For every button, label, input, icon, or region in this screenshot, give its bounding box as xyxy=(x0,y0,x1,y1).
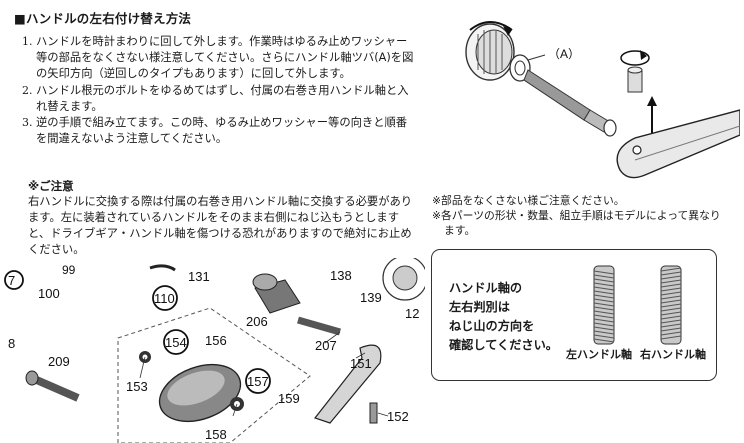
label-a: （A） xyxy=(548,47,580,61)
thread-ridge xyxy=(660,331,682,336)
part-number: 100 xyxy=(38,286,60,301)
step-item: 3. 逆の手順で組み立てます。この時、ゆるみ止めワッシャー等の向きと順番を間違え… xyxy=(22,115,414,147)
part-number: 207 xyxy=(315,338,337,353)
thread-ridge xyxy=(660,275,682,280)
thread-ridge xyxy=(593,318,615,323)
exploded-parts-diagram: 7 100 99 131 110 138 139 12 8 206 207 20… xyxy=(4,258,425,443)
right-shaft-label: 右ハンドル軸 xyxy=(640,348,706,361)
step-number: 3. xyxy=(22,116,33,130)
caution-body: 右ハンドルに交換する際は付属の右巻き用ハンドル軸に交換する必要があります。左に装… xyxy=(28,195,413,256)
thread-ridge xyxy=(660,319,682,324)
part-number: 206 xyxy=(246,314,268,329)
left-shaft-icon xyxy=(593,265,615,345)
thread-ridge xyxy=(593,274,615,279)
instruction-line: 左右判別は xyxy=(449,300,510,314)
part-number: 139 xyxy=(360,290,382,305)
thread-ridge xyxy=(593,326,615,331)
thread-ridge xyxy=(660,335,682,340)
thread-ridge xyxy=(593,294,615,299)
thread-ridge xyxy=(660,303,682,308)
thread-ridge xyxy=(660,287,682,292)
thread-ridge xyxy=(660,311,682,316)
thread-ridge xyxy=(660,279,682,284)
thread-ridge xyxy=(593,302,615,307)
thread-ridge xyxy=(660,267,682,272)
part-number: 158 xyxy=(205,427,227,442)
thread-ridge xyxy=(660,323,682,328)
step-item: 2. ハンドル根元のボルトをゆるめてはずし、付属の右巻き用ハンドル軸と入れ替えま… xyxy=(22,83,414,115)
thread-ridge xyxy=(593,314,615,319)
thread-ridge xyxy=(593,286,615,291)
part-number: 154 xyxy=(165,335,187,350)
thread-ridge xyxy=(593,282,615,287)
step-number: 2. xyxy=(22,83,33,97)
handle-shaft-instructions: ハンドル軸の 左右判別は ねじ山の方向を 確認してください。 xyxy=(449,279,558,355)
part-number: 110 xyxy=(154,291,175,306)
right-shaft-icon xyxy=(660,265,682,345)
part-number: 157 xyxy=(247,374,269,389)
part-number: 99 xyxy=(62,263,76,277)
caution-title: ※ご注意 xyxy=(28,179,74,193)
thread-ridge xyxy=(593,334,615,339)
thread-ridge xyxy=(593,290,615,295)
step-number: 1. xyxy=(22,35,33,48)
instruction-steps: 1. ハンドルを時計まわりに回して外します。作業時はゆるみ止めワッシャー等の部品… xyxy=(22,34,414,147)
step-item: 1. ハンドルを時計まわりに回して外します。作業時はゆるみ止めワッシャー等の部品… xyxy=(22,34,414,83)
part-number: 138 xyxy=(330,268,352,283)
thread-ridge xyxy=(593,330,615,335)
thread-ridge xyxy=(660,295,682,300)
thread-ridge xyxy=(660,299,682,304)
side-note: ※部品をなくさない様ご注意ください。 xyxy=(432,194,625,207)
step-text: ハンドル根元のボルトをゆるめてはずし、付属の右巻き用ハンドル軸と入れ替えます。 xyxy=(36,83,409,113)
side-note: ※各パーツの形状・数量、組立手順はモデルによって異なります。 xyxy=(432,209,721,237)
side-notes: ※部品をなくさない様ご注意ください。 ※各パーツの形状・数量、組立手順はモデルに… xyxy=(432,193,728,238)
part-number: 153 xyxy=(126,379,148,394)
part-number: 131 xyxy=(188,269,210,284)
thread-ridge xyxy=(593,270,615,275)
thread-ridge xyxy=(660,315,682,320)
part-number: 156 xyxy=(205,333,227,348)
part-number: 12 xyxy=(405,306,419,321)
thread-ridge xyxy=(660,291,682,296)
step-text: ハンドルを時計まわりに回して外します。作業時はゆるみ止めワッシャー等の部品をなく… xyxy=(36,35,414,81)
thread-ridge xyxy=(660,307,682,312)
thread-ridge xyxy=(593,338,615,343)
thread-illustrations xyxy=(593,265,682,345)
part-number: 159 xyxy=(278,391,300,406)
thread-ridge xyxy=(593,310,615,315)
thread-ridge xyxy=(660,327,682,332)
part-number: 152 xyxy=(387,409,409,424)
thread-ridge xyxy=(660,271,682,276)
thread-ridge xyxy=(660,283,682,288)
instruction-line: 確認してください。 xyxy=(449,338,558,352)
section-title: ■ハンドルの左右付け替え方法 xyxy=(14,11,192,26)
part-number: 151 xyxy=(350,356,372,371)
part-number: 8 xyxy=(8,336,15,351)
thread-ridge xyxy=(593,278,615,283)
thread-ridge xyxy=(593,322,615,327)
left-shaft-label: 左ハンドル軸 xyxy=(566,348,632,361)
thread-ridge xyxy=(593,298,615,303)
part-number: 7 xyxy=(8,273,15,288)
thread-ridge xyxy=(593,306,615,311)
part-number: 209 xyxy=(48,354,70,369)
instruction-line: ハンドル軸の xyxy=(449,281,523,295)
handle-removal-diagram: （A） xyxy=(465,21,740,179)
step-text: 逆の手順で組み立てます。この時、ゆるみ止めワッシャー等の向きと順番を間違えないよ… xyxy=(36,116,408,146)
instruction-line: ねじ山の方向を xyxy=(449,319,535,333)
